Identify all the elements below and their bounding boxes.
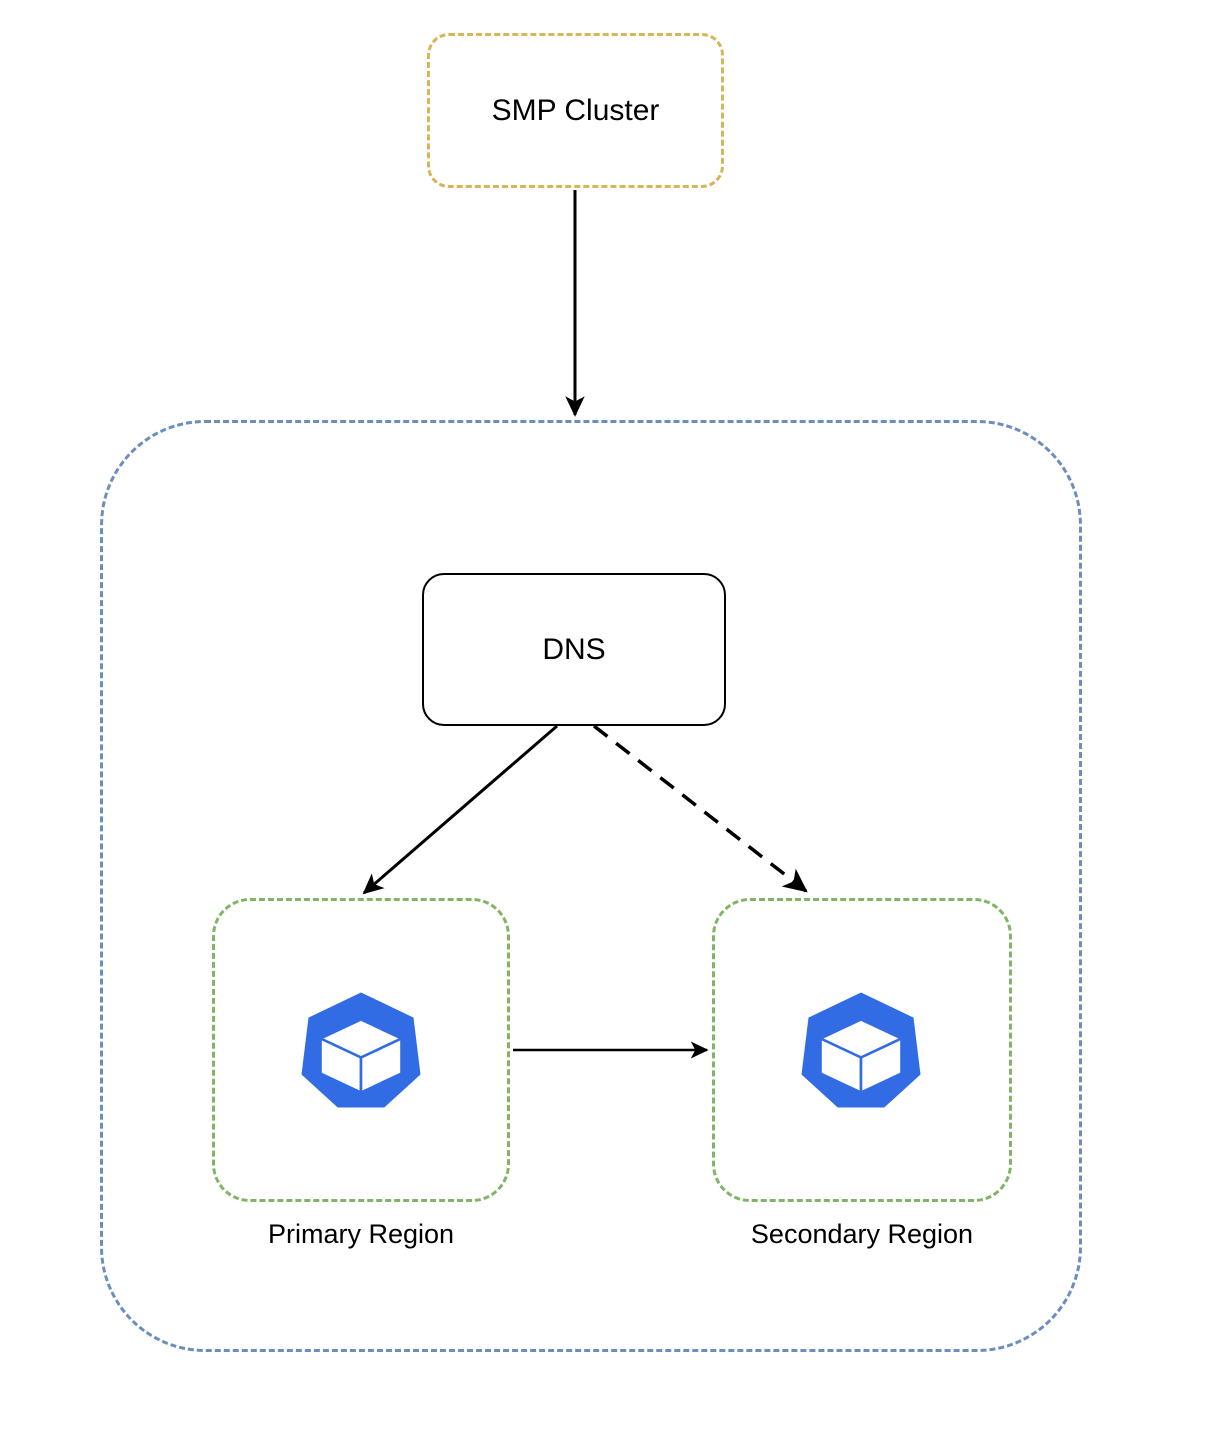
kubernetes-icon bbox=[300, 991, 422, 1109]
primary-region-label: Primary Region bbox=[267, 1219, 455, 1249]
node-platform-container[interactable] bbox=[100, 420, 1082, 1352]
node-dns[interactable]: DNS bbox=[422, 573, 726, 726]
dns-label: DNS bbox=[542, 633, 606, 666]
smp-cluster-label: SMP Cluster bbox=[491, 94, 660, 127]
node-primary-region[interactable] bbox=[212, 898, 510, 1202]
secondary-region-label: Secondary Region bbox=[750, 1219, 974, 1249]
node-secondary-region[interactable] bbox=[712, 898, 1012, 1202]
kubernetes-icon bbox=[800, 991, 922, 1109]
node-smp-cluster[interactable]: SMP Cluster bbox=[427, 33, 724, 188]
